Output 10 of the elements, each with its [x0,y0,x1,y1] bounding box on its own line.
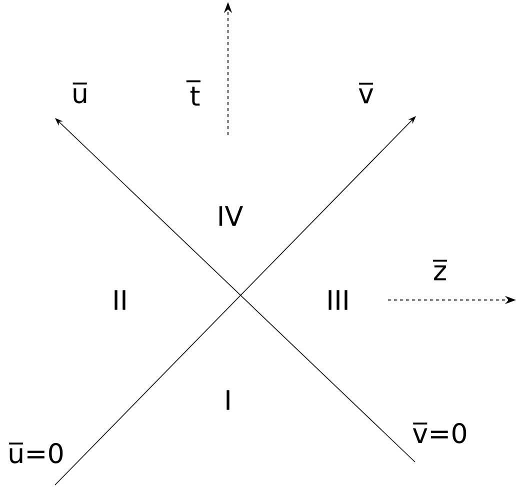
axis-label: u̅=0 [8,442,63,464]
region-label: II [114,290,126,310]
region-label: III [328,290,348,310]
region-label: I [226,390,230,410]
region-label: IV [219,206,243,226]
axis-label: v̅ [358,82,374,104]
axis-label: v̅=0 [412,422,466,444]
axis-label: u̅ [72,82,87,104]
axis-label: t̅ [186,80,200,106]
axis-label: z̅ [432,260,448,280]
